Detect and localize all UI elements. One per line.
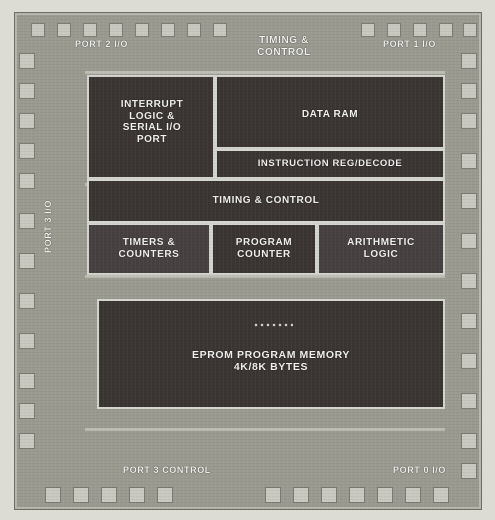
bus-line <box>85 71 445 74</box>
data-ram-block: DATA RAM <box>215 75 445 149</box>
right-pad-column <box>459 53 479 483</box>
interrupt-logic-block: INTERRUPT LOGIC & SERIAL I/O PORT <box>87 75 215 179</box>
program-counter-label: PROGRAM COUNTER <box>213 237 315 260</box>
left-pad-column <box>17 53 37 473</box>
data-ram-label: DATA RAM <box>217 109 443 121</box>
interrupt-logic-label: INTERRUPT LOGIC & SERIAL I/O PORT <box>93 99 211 145</box>
left-side-label: PORT 3 I/O <box>43 200 53 253</box>
bottom-pad-row <box>45 485 465 503</box>
port-3-control-label: PORT 3 CONTROL <box>123 465 211 475</box>
port-2-io-label: PORT 2 I/O <box>75 39 128 49</box>
program-counter-block: PROGRAM COUNTER <box>211 223 317 275</box>
chip-die: PORT 2 I/O TIMING & CONTROL PORT 1 I/O P… <box>14 12 482 510</box>
arithmetic-logic-block: ARITHMETIC LOGIC <box>317 223 445 275</box>
port-0-io-label: PORT 0 I/O <box>393 465 446 475</box>
eprom-memory-label: EPROM PROGRAM MEMORY 4K/8K BYTES <box>99 349 443 373</box>
bus-line <box>85 275 445 278</box>
bus-line <box>85 428 445 431</box>
eprom-marking <box>253 321 293 329</box>
timing-control-block: TIMING & CONTROL <box>87 179 445 223</box>
timing-control-top-label: TIMING & CONTROL <box>239 35 329 58</box>
eprom-memory-block: EPROM PROGRAM MEMORY 4K/8K BYTES <box>97 299 445 409</box>
instruction-reg-block: INSTRUCTION REG/DECODE <box>215 149 445 179</box>
timers-counters-block: TIMERS & COUNTERS <box>87 223 211 275</box>
timers-counters-label: TIMERS & COUNTERS <box>89 237 209 260</box>
instruction-reg-label: INSTRUCTION REG/DECODE <box>217 159 443 170</box>
port-1-io-label: PORT 1 I/O <box>383 39 436 49</box>
timing-control-mid-label: TIMING & CONTROL <box>89 195 443 207</box>
arithmetic-logic-label: ARITHMETIC LOGIC <box>319 237 443 260</box>
